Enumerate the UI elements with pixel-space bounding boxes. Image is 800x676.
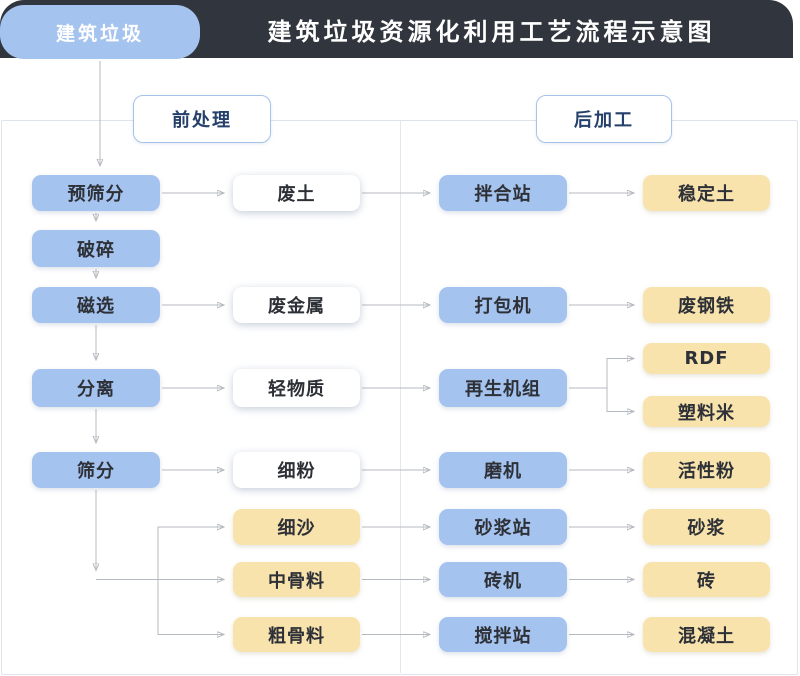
node-shaifen: 筛分 [32,452,160,488]
node-fenli: 分离 [32,369,160,407]
node-zhuan: 砖 [643,562,770,597]
node-dabaoji: 打包机 [439,287,567,323]
node-hunningtu: 混凝土 [643,617,770,652]
diagram-panel [1,120,798,675]
node-rdf: RDF [643,343,770,374]
section-divider [400,121,401,673]
node-feitu: 废土 [233,175,360,211]
node-yushaifen: 预筛分 [32,175,160,211]
node-huoxingfen: 活性粉 [643,452,770,488]
tab-construction-waste[interactable]: 建筑垃圾 [0,5,200,59]
node-shajiang: 砂浆 [643,509,770,545]
node-shajiangzhan: 砂浆站 [439,509,567,545]
node-feigangtie: 废钢铁 [643,287,770,323]
node-qingwuzhi: 轻物质 [233,369,360,407]
page-title: 建筑垃圾资源化利用工艺流程示意图 [267,17,716,46]
node-suliaomi: 塑料米 [643,396,770,427]
section-label-post-processing: 后加工 [536,95,672,143]
section-label-pre-processing: 前处理 [133,95,271,143]
node-zhongguliao: 中骨料 [233,562,360,597]
node-cuguliao: 粗骨料 [233,617,360,652]
node-cixuan: 磁选 [32,287,160,323]
node-moji: 磨机 [439,452,567,488]
node-xisha: 细沙 [233,509,360,545]
node-posui: 破碎 [32,230,160,267]
node-zhuanji: 砖机 [439,562,567,597]
node-zaishengjizu: 再生机组 [439,369,567,407]
node-jiaobanzhan: 搅拌站 [439,617,567,652]
node-xifen: 细粉 [233,452,360,488]
node-feijinshu: 废金属 [233,287,360,323]
node-banhezhan: 拌合站 [439,175,567,211]
node-wendingtu: 稳定土 [643,175,770,211]
